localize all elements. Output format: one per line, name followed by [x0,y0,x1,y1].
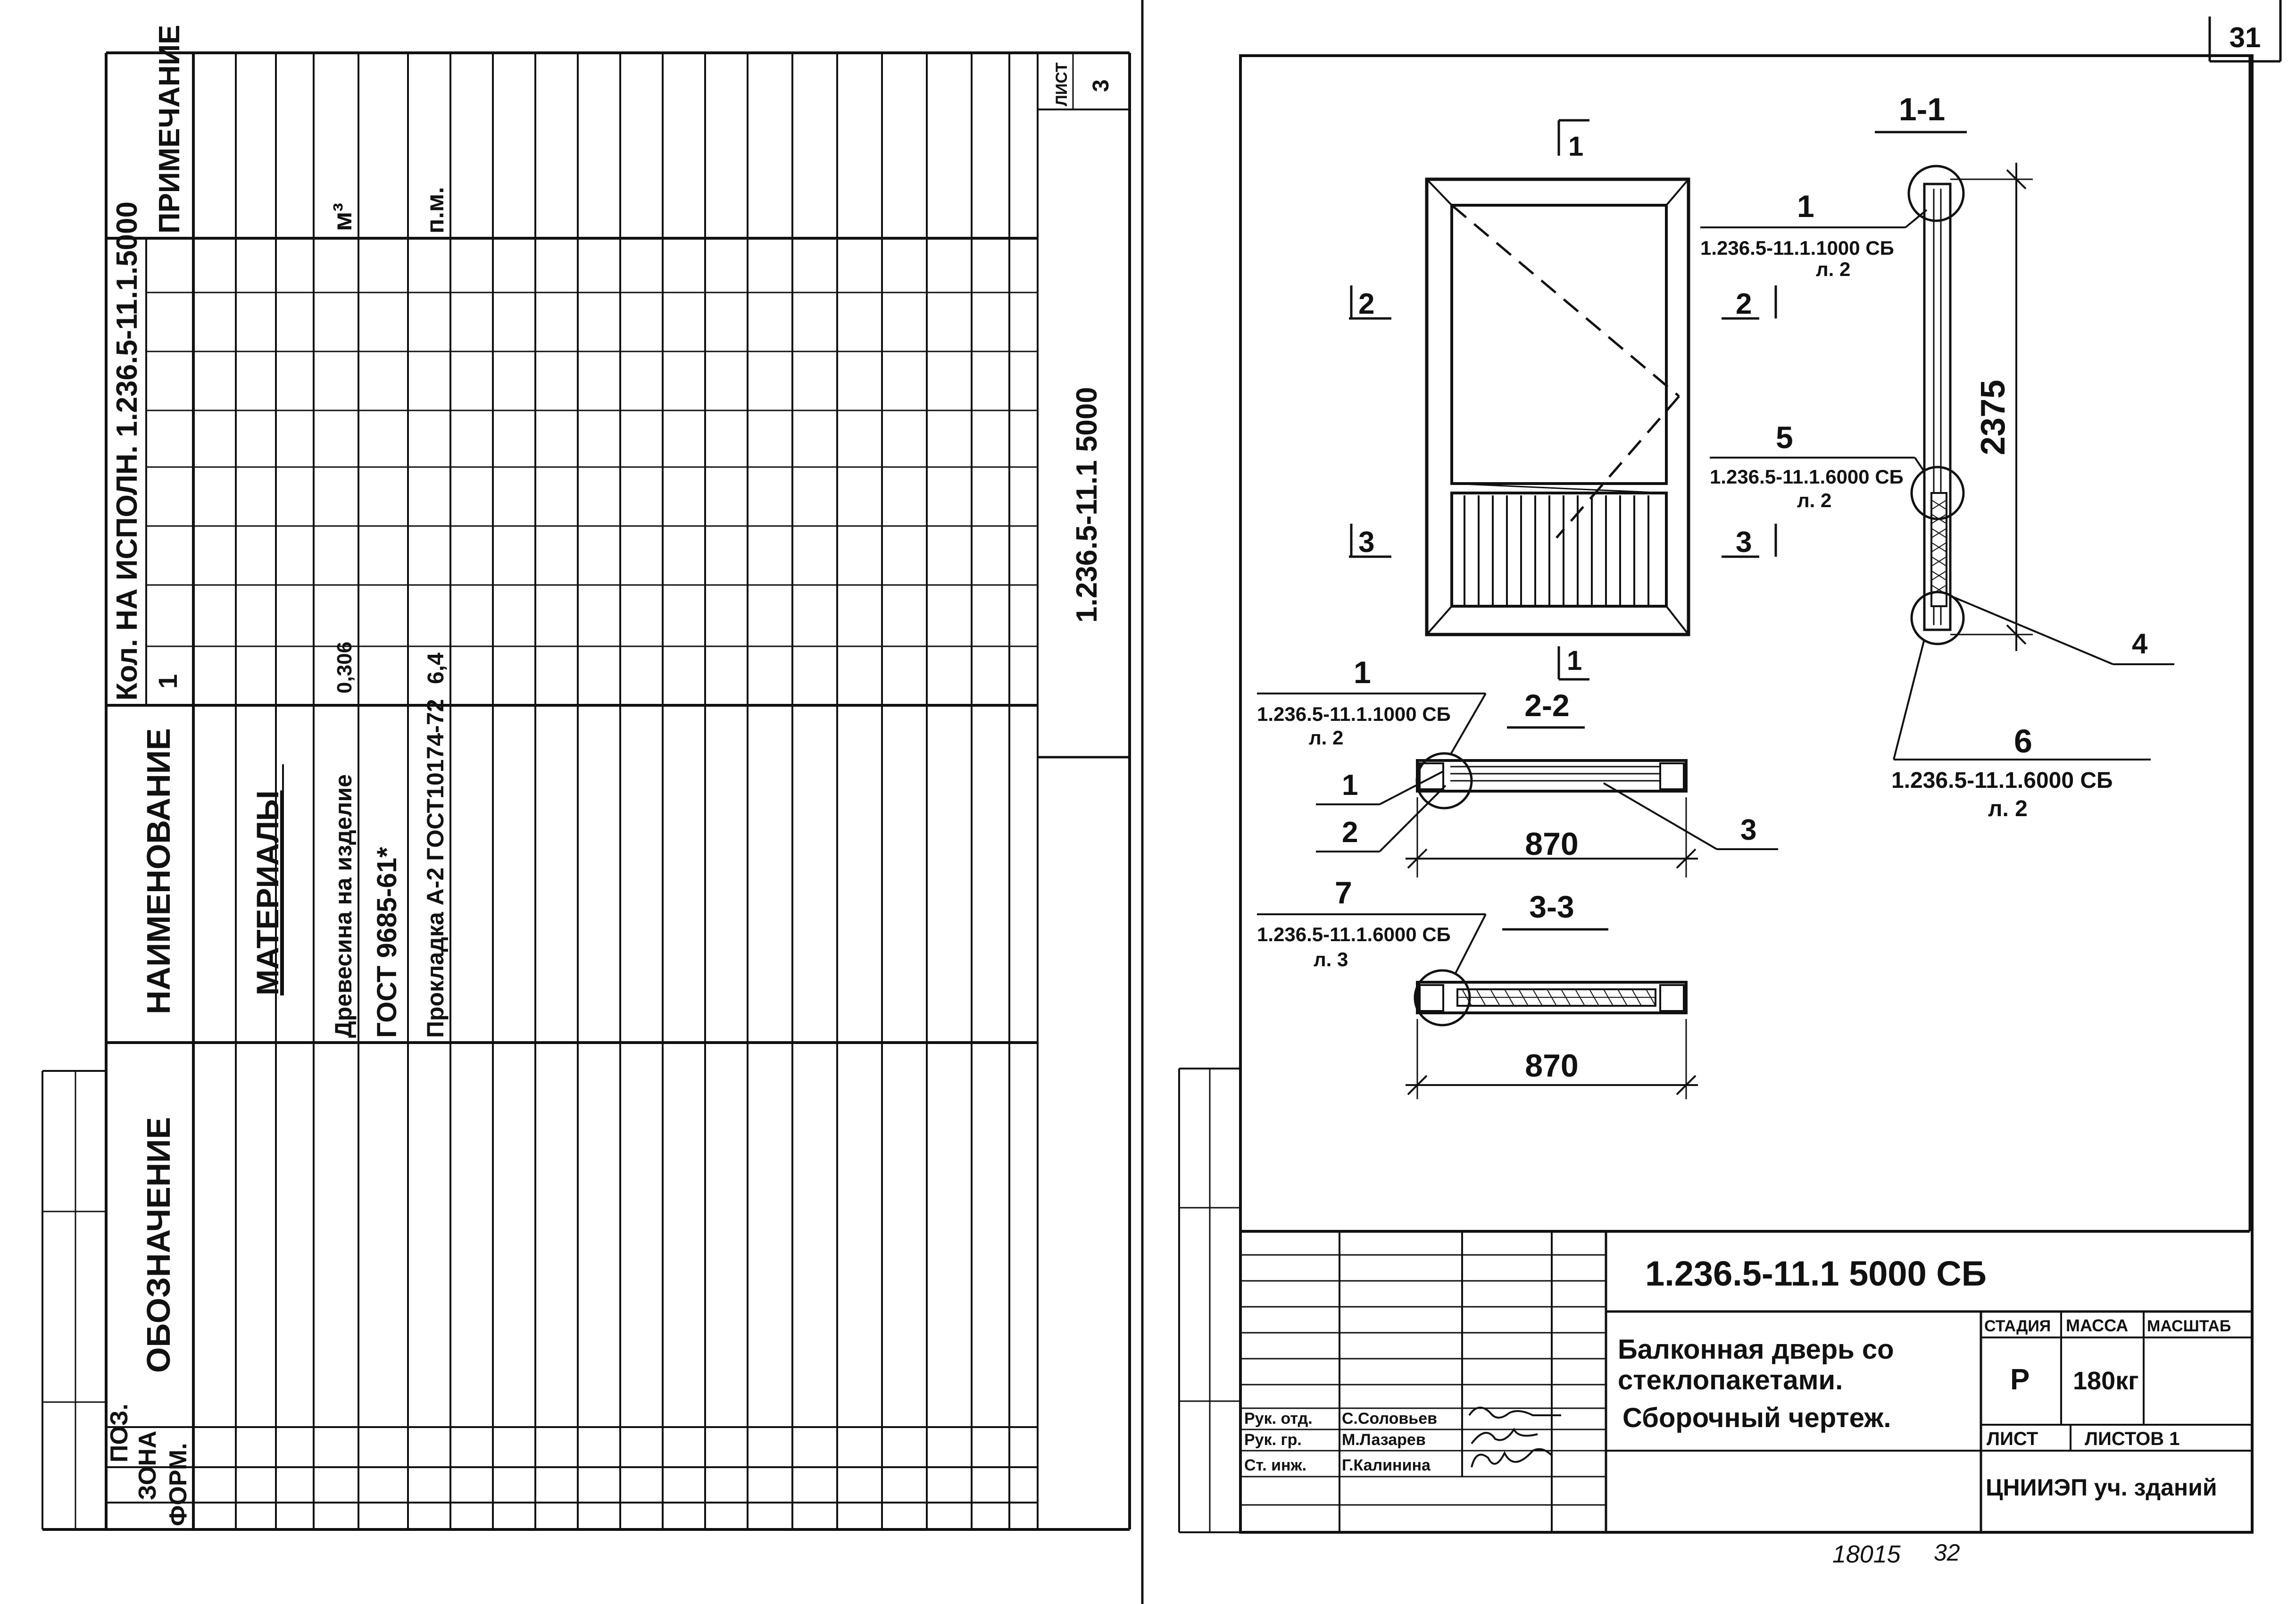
section-2-2-title: 2-2 [1524,688,1569,723]
staff-1-role: Рук. отд. [1244,1410,1313,1428]
header-zona: ЗОНА [134,1431,161,1500]
door-elevation: 1 1 2 2 3 3 [1349,119,1777,681]
signature-2 [1471,1428,1538,1445]
listov-label: ЛИСТОВ 1 [2085,1429,2180,1449]
material-row-3-name: Прокладка А-2 ГОСТ10174-72 [422,699,449,1038]
callout-1b-sheet: л. 2 [1309,727,1343,749]
staff-2-role: Рук. гр. [1244,1431,1302,1449]
section-1-1-title: 1-1 [1899,92,1945,127]
material-row-3-qty: 6,4 [424,652,449,684]
cut-marker-3-right: 3 [1736,526,1752,559]
header-oboznachenie: ОБОЗНАЧЕНИЕ [140,1117,177,1373]
list-label: ЛИСТ [1987,1429,2038,1449]
title-block: 1.236.5-11.1 5000 СБ Балконная дверь со … [1240,1230,2252,1532]
specification-sheet: ФОРМ. ЗОНА ПОЗ. ОБОЗНАЧЕНИЕ НАИМЕНОВАНИЕ… [42,25,1131,1531]
callout-6-sheet: л. 2 [1988,796,2028,821]
callout-1b-ref: 1.236.5-11.1.1000 СБ [1257,703,1451,725]
dimension-height: 2375 [1974,380,2012,455]
cut-marker-1-top: 1 [1568,131,1583,162]
title-line-2: стеклопакетами. [1618,1365,1843,1395]
signature-3 [1471,1448,1553,1468]
section-3-3-title: 3-3 [1529,889,1574,924]
callout-6-ref: 1.236.5-11.1.6000 СБ [1891,768,2113,793]
material-row-1-note: м³ [327,203,357,231]
organization: ЦНИИЭП уч. зданий [1986,1474,2217,1501]
footer-number-1: 18015 [1832,1541,1901,1568]
callout-5-sheet: л. 2 [1797,489,1831,511]
staff-3-name: Г.Калинина [1342,1456,1431,1474]
callout-1-number: 1 [1797,189,1814,224]
header-forma: ФОРМ. [165,1443,192,1526]
callout-1-sheet: л. 2 [1816,258,1850,280]
cut-marker-3-left: 3 [1358,526,1374,559]
stadia-value: Р [2010,1363,2030,1396]
pos-2: 2 [1342,816,1358,849]
footer-number-2: 32 [1934,1539,1960,1566]
callout-5-number: 5 [1776,420,1793,455]
massa-value: 180кг [2073,1367,2139,1395]
material-row-3-note: п.м. [422,187,449,234]
staff-3-role: Ст. инж. [1244,1456,1306,1474]
title-line-1: Балконная дверь со [1618,1334,1894,1365]
left-stamp-list-value: 3 [1089,79,1114,92]
header-poz: ПОЗ. [106,1404,133,1462]
assembly-drawing-sheet: 31 [1178,0,2282,1568]
header-kol: Кол. НА ИСПОЛН. 1.236.5-11.1.5000 [111,201,143,701]
staff-1-name: С.Соловьев [1342,1410,1437,1428]
material-row-2-name: ГОСТ 9685-61* [372,847,402,1038]
page-number: 31 [2229,22,2261,53]
title-block-code: 1.236.5-11.1 5000 СБ [1645,1254,1987,1293]
dimension-width-3-3: 870 [1525,1048,1578,1084]
callout-7-sheet: л. 3 [1314,948,1348,970]
masshtab-label: МАСШТАБ [2147,1317,2231,1335]
header-naimenovanie: НАИМЕНОВАНИЕ [140,728,177,1014]
staff-2-name: М.Лазарев [1342,1431,1426,1449]
cut-marker-2-right: 2 [1736,288,1752,320]
dimension-width-2-2: 870 [1525,826,1578,862]
section-title-materialy: МАТЕРИАЛЫ [250,790,285,995]
signature-1 [1468,1406,1561,1419]
massa-label: МАССА [2066,1316,2128,1335]
callout-6-number: 6 [2014,723,2032,760]
callout-5-ref: 1.236.5-11.1.6000 СБ [1710,466,1904,488]
cut-marker-1-bottom: 1 [1567,645,1582,676]
section-3-3: 3-3 870 [1406,889,1698,1099]
stadia-label: СТАДИЯ [1984,1317,2051,1335]
pos-3: 3 [1740,814,1756,846]
left-stamp-code: 1.236.5-11.1 5000 [1071,387,1103,623]
callout-1-ref: 1.236.5-11.1.1000 СБ [1700,237,1894,259]
section-2-2: 2-2 870 [1406,688,1698,877]
pos-1: 1 [1342,769,1358,802]
callout-7-ref: 1.236.5-11.1.6000 СБ [1257,923,1451,945]
title-line-3: Сборочный чертеж. [1622,1403,1891,1433]
material-row-1-name: Древесина на изделие [330,774,357,1038]
material-row-1-qty: 0,306 [333,642,356,693]
cut-marker-2-left: 2 [1358,288,1374,320]
callout-1b-number: 1 [1354,655,1371,690]
header-primechanie: ПРИМЕЧАНИЕ [153,25,186,234]
left-stamp-list-label: ЛИСТ [1053,62,1071,106]
kol-value: 1 [153,674,183,689]
callout-4-number: 4 [2132,628,2148,660]
section-1-1: 1-1 2375 [1875,92,2033,651]
callout-7-number: 7 [1335,875,1352,910]
